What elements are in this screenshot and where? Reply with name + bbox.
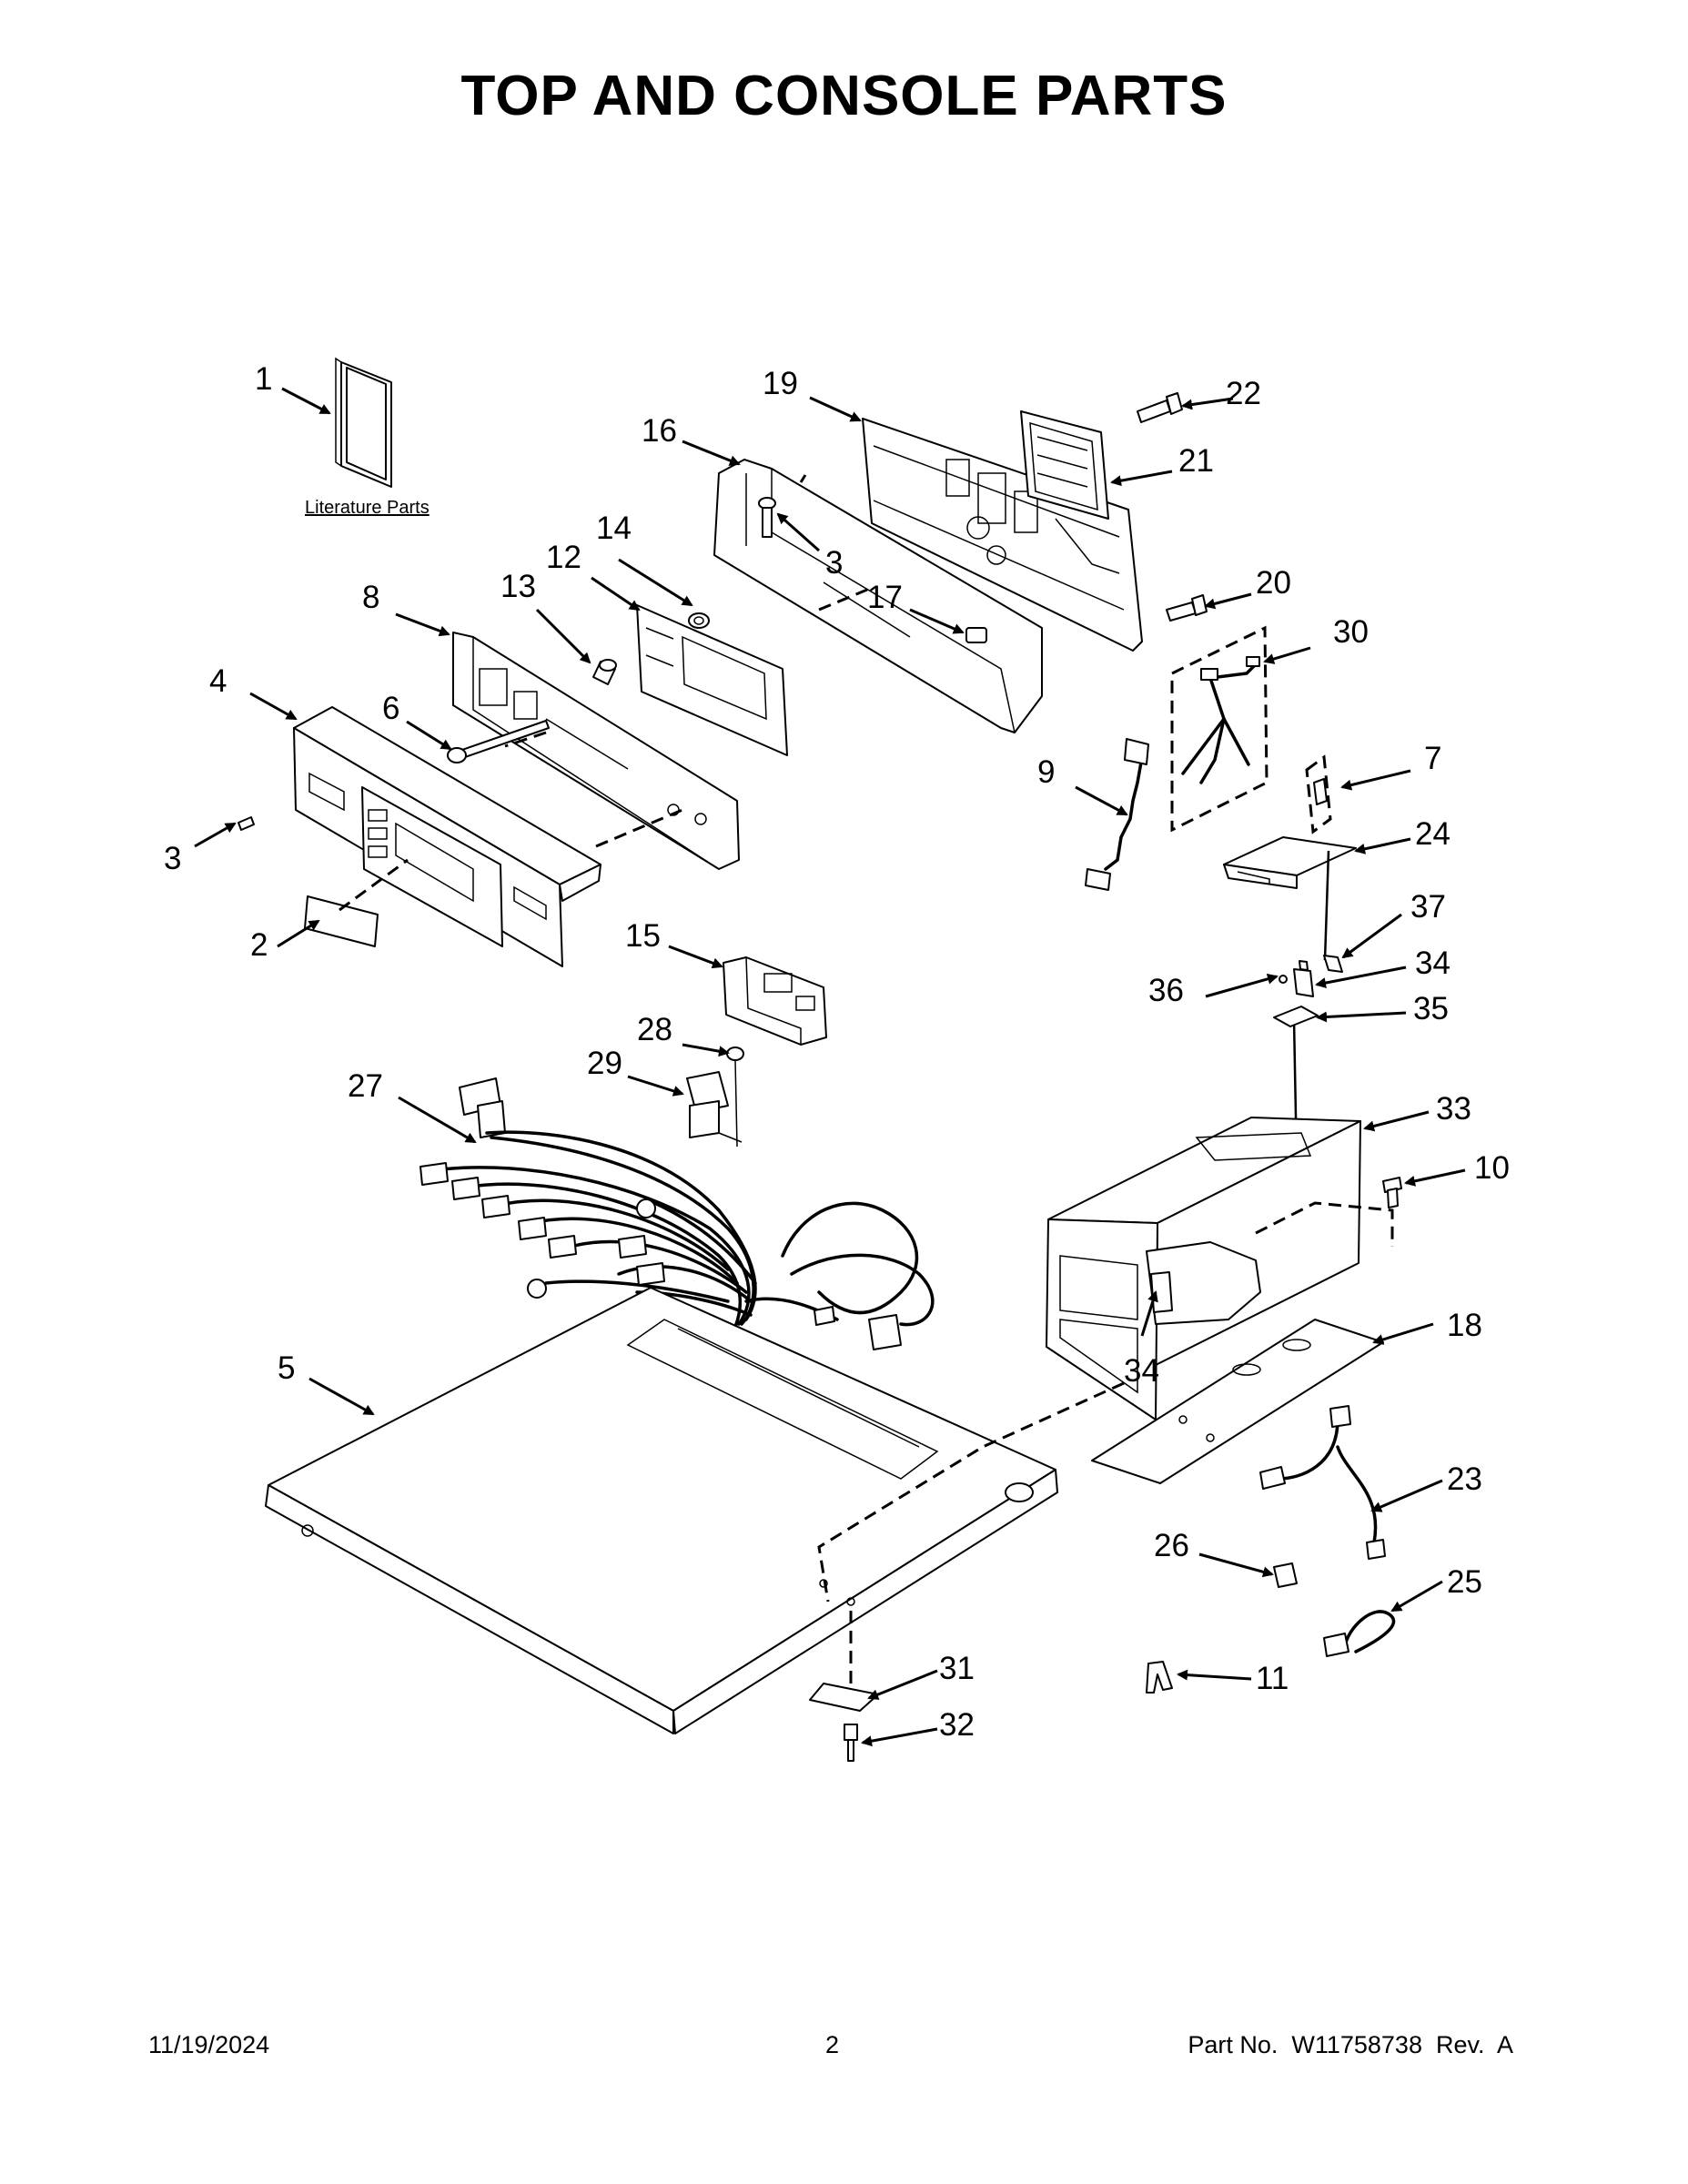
callout-37: 37 (1410, 889, 1446, 925)
console-mounting-bracket (862, 418, 1143, 652)
screw-32 (844, 1724, 858, 1762)
callout-18: 18 (1447, 1308, 1482, 1343)
callout-14: 14 (596, 511, 632, 546)
console-front-panel (293, 706, 601, 967)
callout-11: 11 (1256, 1661, 1289, 1696)
wire-harness-23 (1259, 1405, 1386, 1560)
switch-7 (1305, 754, 1332, 834)
callout-19: 19 (763, 366, 798, 401)
callout-3-upper: 3 (825, 545, 843, 581)
lid-switch-cover (1223, 836, 1357, 889)
leader-arrows (194, 387, 1466, 1747)
user-interface-bracket (452, 632, 740, 870)
callout-33: 33 (1436, 1091, 1471, 1127)
display-lens (304, 895, 379, 947)
main-wire-harness-27 (419, 1077, 935, 1350)
callout-1: 1 (255, 361, 272, 397)
knob-14 (688, 612, 710, 629)
callout-15: 15 (625, 918, 661, 954)
callout-27: 27 (348, 1068, 383, 1104)
callout-7: 7 (1424, 741, 1441, 776)
spacer-13 (592, 659, 617, 685)
footer-date: 11/19/2024 (148, 2031, 270, 2058)
callout-22: 22 (1226, 376, 1261, 411)
literature-booklet: Literature Parts (305, 357, 430, 518)
callout-12: 12 (546, 540, 581, 575)
sensor-harness-9 (1085, 738, 1149, 891)
display-bracket (1020, 410, 1109, 520)
callout-23: 23 (1447, 1461, 1482, 1497)
footer-page-number: 2 (825, 2031, 840, 2058)
callout-labels: 1 19 22 16 21 3 14 12 13 8 17 20 30 4 6 … (164, 361, 1510, 1743)
bolt-6 (447, 720, 550, 763)
callout-30: 30 (1333, 614, 1369, 650)
screw-3-upper (758, 497, 776, 538)
page-title: TOP AND CONSOLE PARTS (460, 65, 1228, 127)
clip-31 (809, 1683, 879, 1712)
callout-29: 29 (587, 1046, 622, 1081)
callout-13: 13 (500, 569, 536, 604)
callout-3-lower: 3 (164, 841, 181, 876)
machine-control-15 (723, 956, 827, 1046)
literature-parts-label: Literature Parts (305, 498, 430, 518)
screw-28 (726, 1046, 744, 1148)
screw-10 (1382, 1177, 1402, 1208)
callout-8: 8 (362, 580, 379, 615)
screw-22 (1137, 392, 1183, 423)
screw-36 (1279, 975, 1288, 984)
plate-35 (1273, 1006, 1319, 1027)
bracket-37 (1323, 955, 1343, 973)
screw-20 (1166, 594, 1208, 622)
footer-part-number: Part No. W11758738 Rev. A (1188, 2031, 1513, 2058)
console-enclosure-33 (1046, 1117, 1361, 1421)
callout-2: 2 (250, 927, 268, 963)
callout-5: 5 (278, 1350, 295, 1386)
callout-20: 20 (1256, 565, 1291, 601)
clip-11 (1146, 1661, 1173, 1694)
wire-harness-25 (1323, 1610, 1396, 1657)
relay-29 (686, 1071, 743, 1143)
callout-6: 6 (382, 691, 399, 726)
top-panel-5 (265, 1287, 1058, 1734)
callout-26: 26 (1154, 1528, 1189, 1563)
connector-26 (1273, 1562, 1298, 1588)
callout-10: 10 (1474, 1150, 1510, 1186)
control-board (636, 604, 788, 756)
lid-switch-34 (1293, 960, 1314, 997)
callout-35: 35 (1413, 991, 1449, 1026)
callout-28: 28 (637, 1012, 672, 1047)
callout-9: 9 (1037, 754, 1055, 790)
callout-21: 21 (1178, 443, 1214, 479)
callout-34-upper: 34 (1415, 945, 1450, 981)
callout-32: 32 (939, 1707, 975, 1743)
screw-3-lower (238, 816, 255, 831)
callout-34-lower: 34 (1124, 1353, 1159, 1389)
callout-24: 24 (1415, 816, 1450, 852)
callout-31: 31 (939, 1651, 975, 1686)
callout-17: 17 (867, 580, 903, 615)
wire-harness-30 (1170, 625, 1269, 833)
callout-4: 4 (209, 663, 227, 699)
callout-36: 36 (1148, 973, 1184, 1008)
callout-25: 25 (1447, 1564, 1482, 1600)
callout-16: 16 (642, 413, 677, 449)
